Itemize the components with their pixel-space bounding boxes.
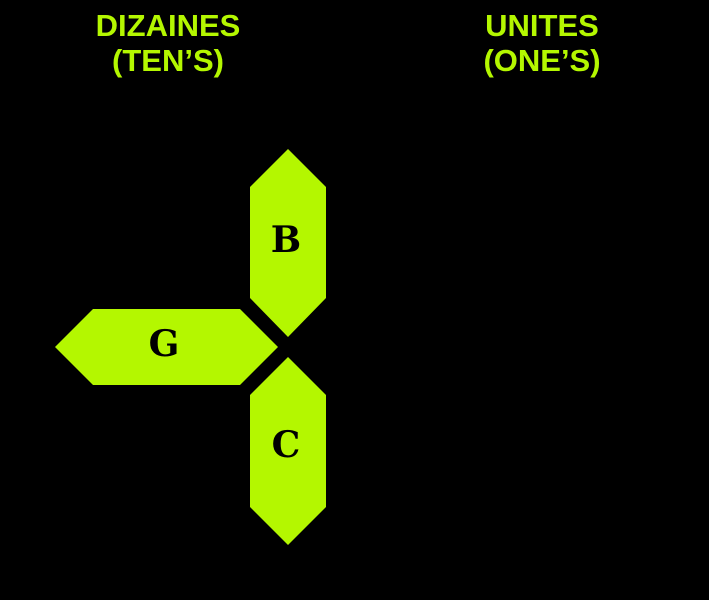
- segment-c-label: C: [272, 424, 301, 466]
- segment-g-shape: [55, 309, 278, 385]
- tens-heading-line2: (TEN’S): [112, 43, 224, 78]
- segment-b-label: B: [271, 219, 301, 261]
- ones-heading-line1: UNITES: [485, 8, 599, 43]
- tens-digit-heading: DIZAINES (TEN’S): [68, 8, 268, 78]
- ones-digit-heading: UNITES (ONE’S): [442, 8, 642, 78]
- segment-b-shape: [250, 149, 326, 337]
- segment-c-shape: [250, 357, 326, 545]
- ones-heading-line2: (ONE’S): [483, 43, 601, 78]
- segment-c: C: [250, 357, 326, 545]
- tens-heading-line1: DIZAINES: [95, 8, 241, 43]
- segment-b: B: [250, 149, 326, 337]
- segment-g: G: [55, 309, 278, 385]
- segment-g-label: G: [149, 323, 180, 365]
